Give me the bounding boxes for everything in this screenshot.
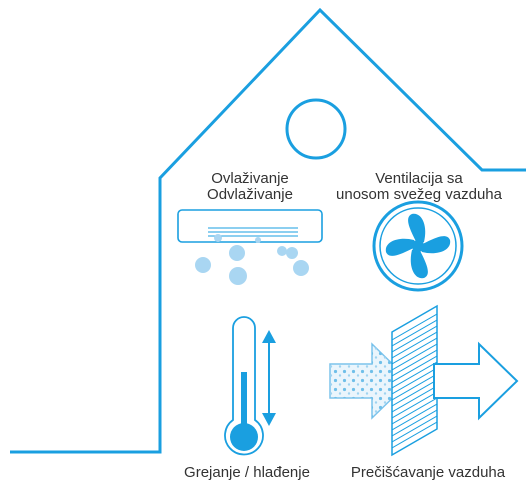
ventilation-label-line2: unosom svežeg vazduha — [336, 186, 502, 203]
thermometer-icon — [224, 316, 264, 456]
humidity-label-line1: Ovlaživanje — [211, 170, 289, 187]
up-down-arrow-icon — [262, 330, 276, 426]
air-conditioner-icon — [177, 209, 323, 243]
incoming-air-arrow-icon — [329, 342, 412, 420]
heating-cooling-label: Grejanje / hlađenje — [184, 464, 310, 481]
round-window-icon — [285, 98, 347, 160]
purification-label: Prečišćavanje vazduha — [350, 464, 506, 481]
fan-icon — [372, 200, 464, 292]
house-outline — [10, 7, 526, 454]
outgoing-air-arrow-icon — [433, 341, 519, 421]
ventilation-label-line1: Ventilacija sa — [375, 170, 463, 187]
humidity-label-line2: Odvlaživanje — [207, 186, 293, 203]
humidity-droplets — [195, 234, 309, 285]
air-filter-icon — [391, 304, 438, 457]
